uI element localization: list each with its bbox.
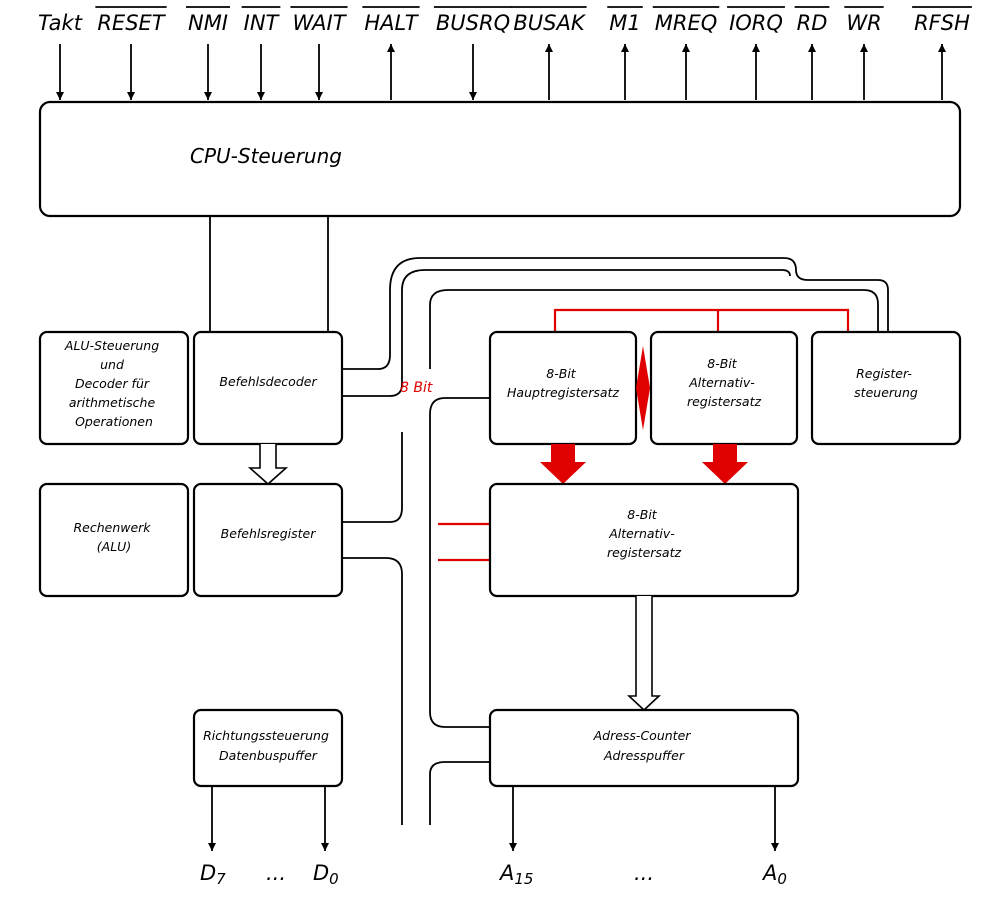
instruction-register-block	[192, 482, 344, 598]
alu-control-label: ALU-Steuerung und Decoder für arithmetis…	[64, 338, 163, 429]
signal-halt: HALT	[362, 6, 420, 100]
signal-label-wr: WR	[846, 11, 881, 35]
main-register-label: 8-Bit Hauptregistersatz	[507, 366, 619, 400]
alu-label: Rechenwerk (ALU)	[73, 520, 154, 554]
register-swap-icon	[636, 346, 650, 430]
direction-control-block	[192, 708, 344, 788]
data-bus-dots: ...	[266, 861, 286, 885]
instruction-decoder-label: Befehlsdecoder	[219, 374, 317, 389]
internal-bus	[342, 257, 889, 825]
signal-label-mreq: MREQ	[655, 11, 718, 35]
signal-label-busak: BUSAK	[513, 11, 586, 35]
signal-label-nmi: NMI	[188, 11, 228, 35]
bottom-arrows	[208, 786, 779, 851]
signal-reset: RESET	[95, 6, 167, 100]
alu-block	[38, 482, 190, 598]
signal-label-wait: WAIT	[292, 11, 347, 35]
signal-label-int: INT	[244, 11, 281, 35]
address-bus-low-label: A0	[761, 861, 787, 888]
signal-mreq: MREQ	[652, 6, 720, 100]
main-register-output-arrow	[540, 444, 586, 484]
signal-rd: RD	[794, 6, 830, 100]
signal-label-rd: RD	[797, 11, 828, 35]
address-counter-label: Adress-Counter Adresspuffer	[593, 728, 695, 763]
register-links	[438, 308, 850, 562]
direction-control-label: Richtungssteuerung Datenbuspuffer	[203, 728, 333, 763]
alu-control-block	[38, 330, 190, 446]
signal-nmi: NMI	[185, 6, 231, 100]
alternate-register-output-arrow	[702, 444, 748, 484]
instruction-register-label: Befehlsregister	[221, 526, 317, 541]
decoder-to-register-arrow	[247, 444, 289, 486]
signal-label-takt: Takt	[38, 11, 83, 35]
signal-wait: WAIT	[290, 6, 348, 100]
address-bus-dots: ...	[634, 861, 654, 885]
register-control-label: Register- steuerung	[854, 366, 918, 400]
cpu-decoder-link	[209, 215, 329, 333]
signal-label-busrq: BUSRQ	[436, 11, 510, 35]
alternate-register-label: 8-Bit Alternativ- registersatz	[687, 356, 762, 409]
address-counter-block	[488, 708, 800, 788]
signal-wr: WR	[844, 6, 884, 100]
signal-label-m1: M1	[609, 11, 640, 35]
bus-width-label: 8 Bit	[400, 380, 433, 396]
address-bus-high-label: A15	[498, 861, 533, 888]
data-bus-high-label: D7	[200, 861, 226, 888]
register-control-block	[810, 330, 962, 446]
signal-takt: Takt	[38, 11, 83, 100]
register-to-address-arrow	[626, 596, 662, 712]
signal-int: INT	[241, 6, 281, 100]
signal-iorq: IORQ	[727, 6, 785, 100]
signal-label-rfsh: RFSH	[914, 11, 970, 35]
cpu-control-block	[38, 100, 962, 218]
signal-label-iorq: IORQ	[729, 11, 783, 35]
signal-rfsh: RFSH	[912, 6, 972, 100]
cpu-control-label: CPU-Steuerung	[190, 144, 342, 168]
signal-label-halt: HALT	[364, 11, 419, 35]
signal-busak: BUSAK	[511, 6, 587, 100]
register-block-lower-label: 8-Bit Alternativ- registersatz	[607, 507, 682, 560]
signal-label-reset: RESET	[97, 11, 166, 35]
signal-m1: M1	[607, 6, 643, 100]
signal-busrq: BUSRQ	[433, 6, 513, 100]
data-bus-low-label: D0	[313, 861, 339, 888]
